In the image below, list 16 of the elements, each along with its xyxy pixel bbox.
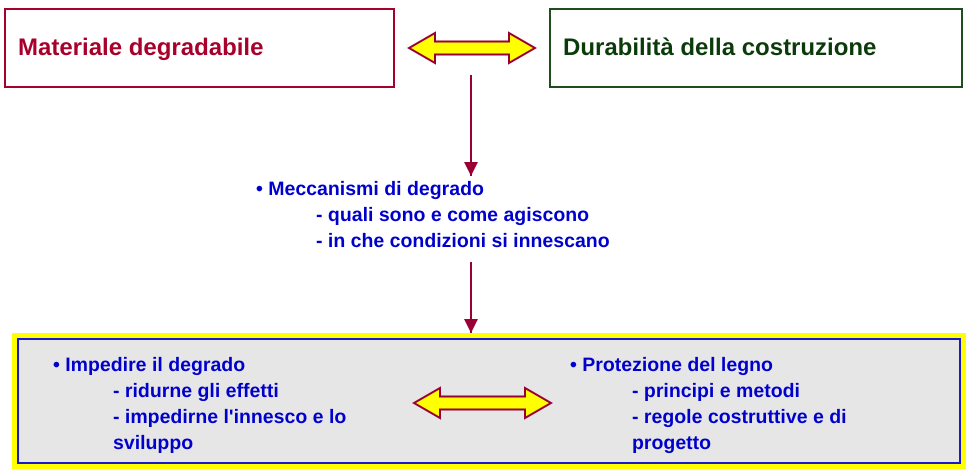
double-arrow	[412, 386, 553, 420]
sub-item: - in che condizioni si innescano	[316, 229, 611, 254]
double-arrow	[407, 31, 537, 65]
sub-item: - impedirne l'innesco e lo sviluppo	[113, 405, 348, 456]
arrow	[464, 262, 478, 333]
sub-item: - principi e metodi	[632, 379, 801, 404]
sub-item: - ridurne gli effetti	[113, 379, 280, 404]
title-box: Durabilità della costruzione	[549, 8, 963, 88]
bullet-heading: • Impedire il degrado	[53, 353, 246, 378]
bullet-heading: • Protezione del legno	[570, 353, 773, 378]
bullet-heading: • Meccanismi di degrado	[256, 177, 484, 202]
arrow	[464, 75, 478, 176]
title-box: Materiale degradabile	[4, 8, 395, 88]
content-panel	[12, 333, 966, 469]
sub-item: - regole costruttive e di progetto	[632, 405, 848, 456]
sub-item: - quali sono e come agiscono	[316, 203, 590, 228]
